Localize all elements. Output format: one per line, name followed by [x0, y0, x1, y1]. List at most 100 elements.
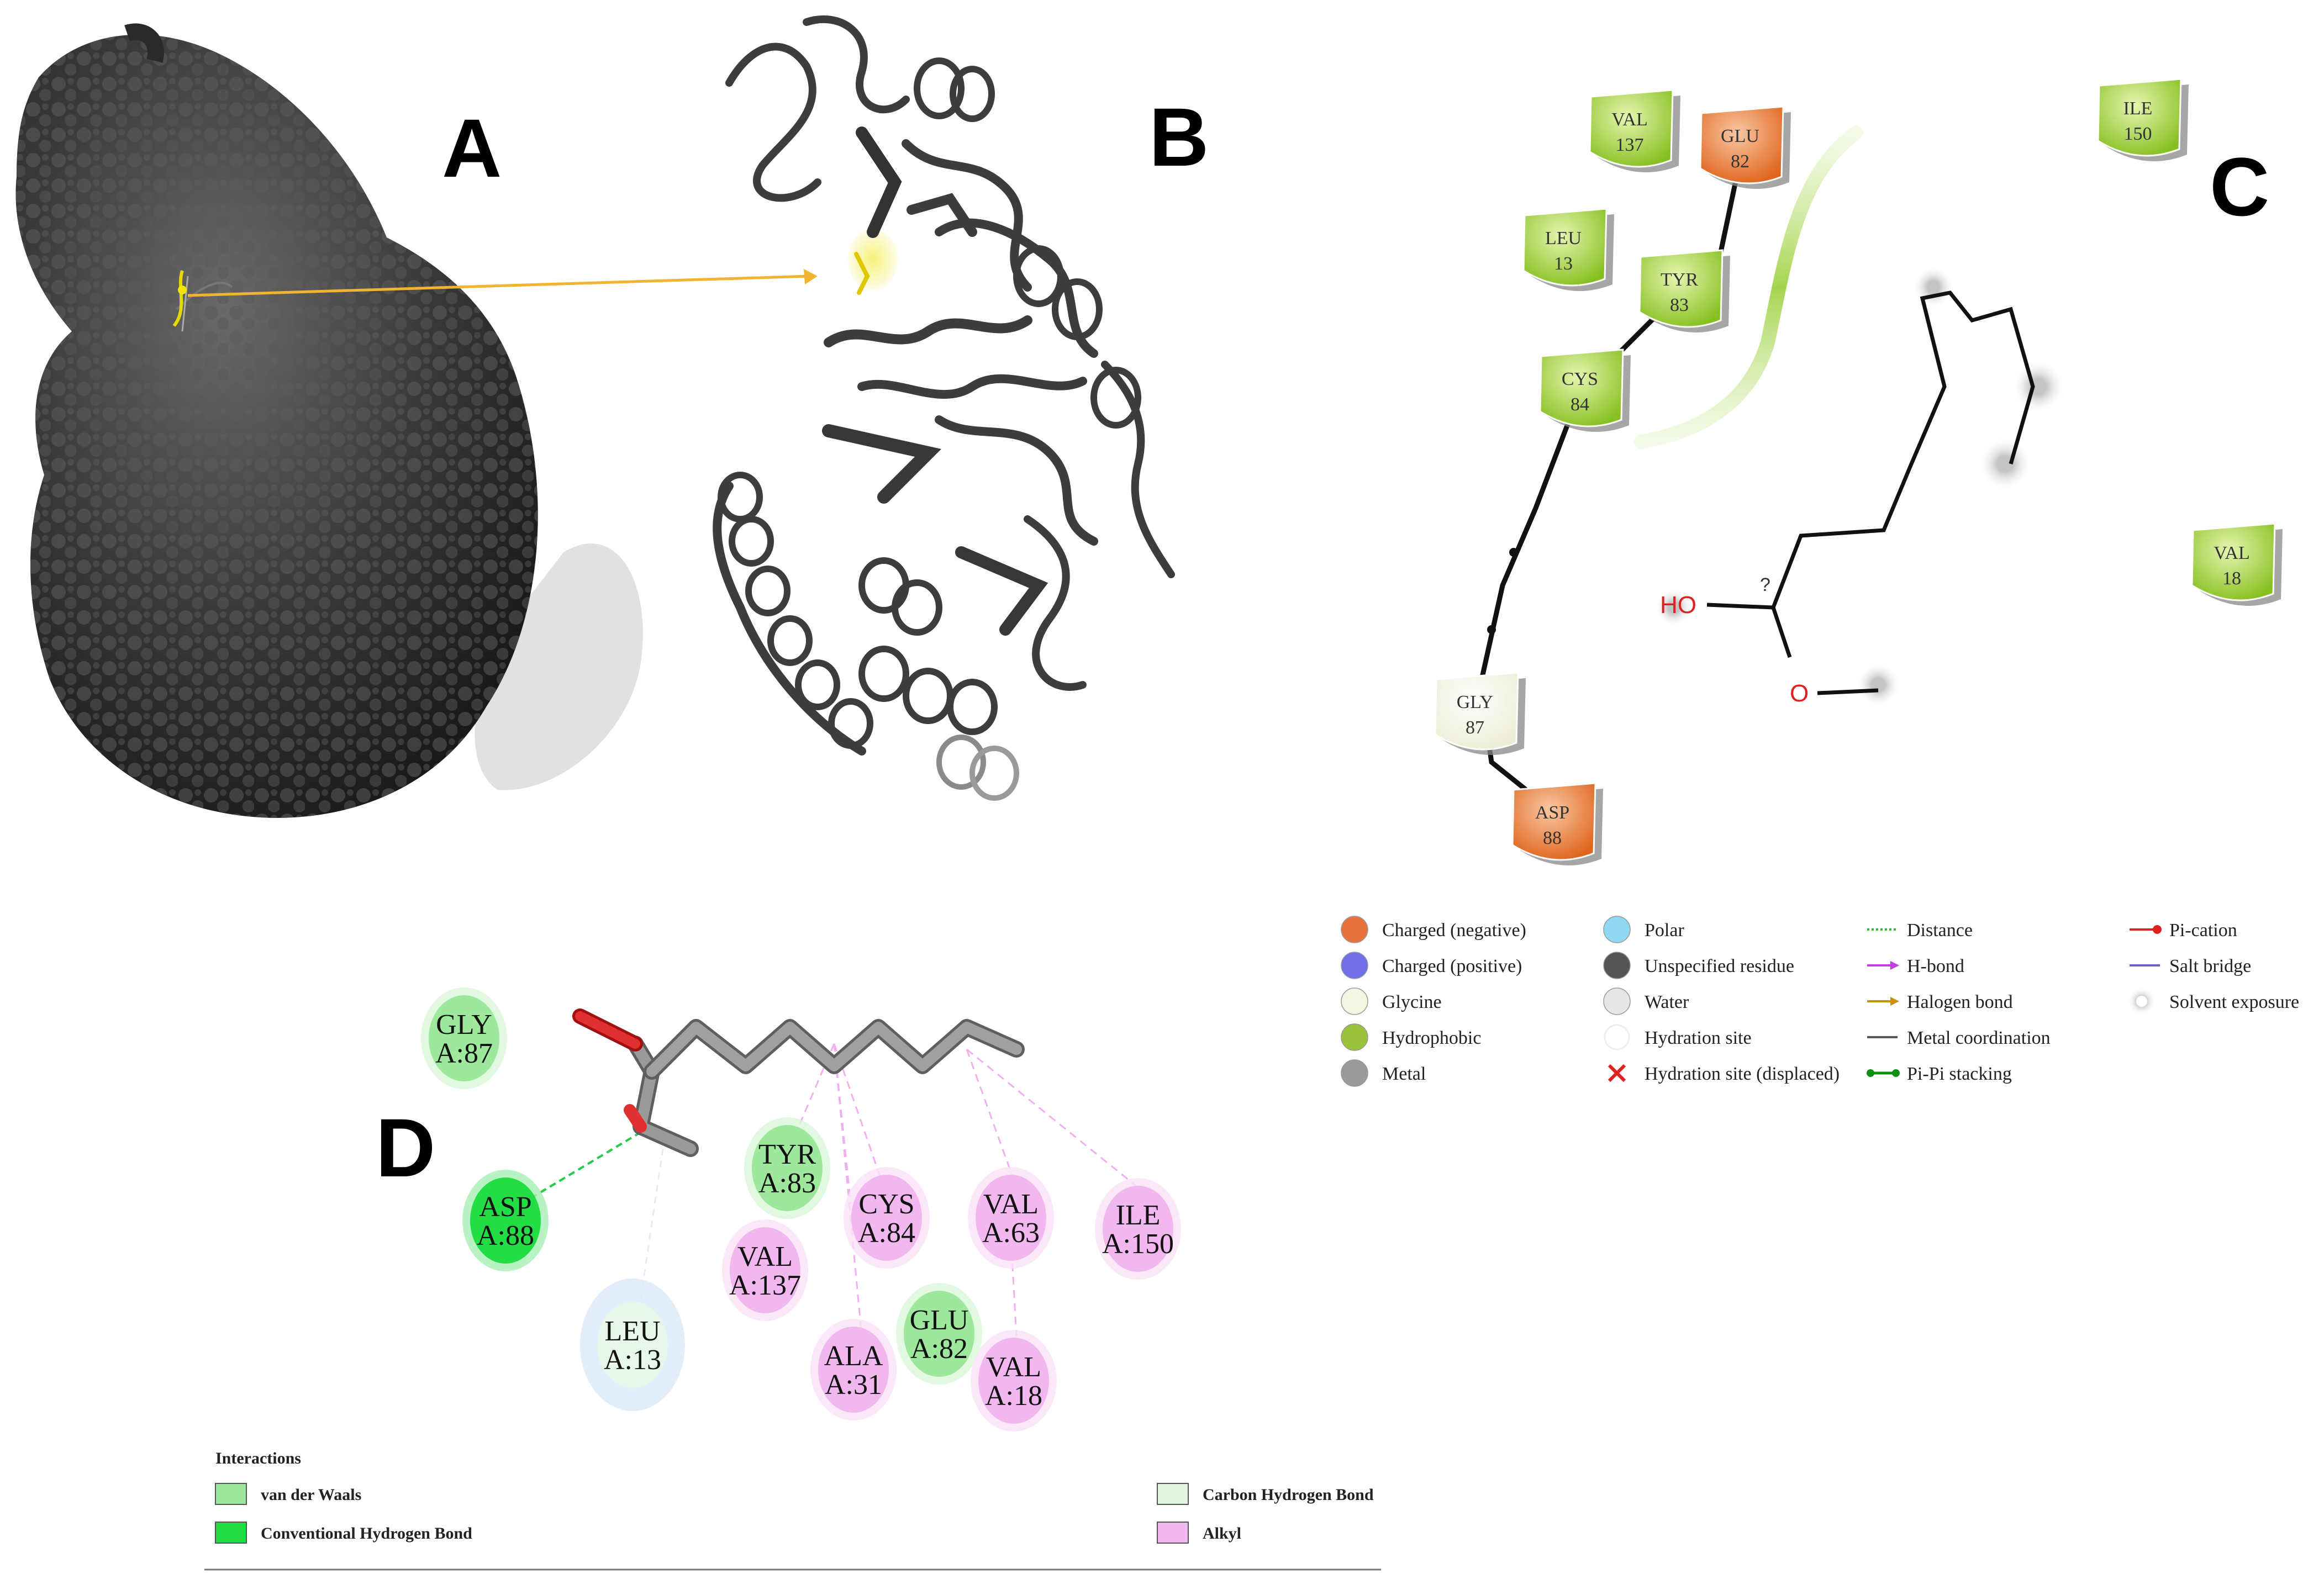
legend-label: Halogen bond [1907, 992, 2013, 1012]
residue-name: TYR [758, 1139, 816, 1170]
residue-name: ILE [2123, 98, 2153, 119]
residue-chain-id: A:13 [604, 1344, 661, 1376]
residue-name: ASP [479, 1191, 531, 1223]
legend-label: Hydrophobic [1382, 1028, 1481, 1048]
legend-c-hydrophobic: Hydrophobic [1341, 1023, 1481, 1051]
legend-label: Unspecified residue [1645, 956, 1794, 976]
residue-gly-87: GLY 87 [1434, 672, 1526, 755]
residue-chain-id: A:87 [435, 1038, 493, 1069]
legend-c-metal: Metal [1341, 1059, 1426, 1087]
legend-c-polar: Polar [1603, 916, 1684, 943]
residue-name: ILE [1116, 1200, 1161, 1231]
residue-chain-id: A:83 [758, 1168, 816, 1199]
legend-label: Metal coordination [1907, 1028, 2051, 1048]
residue-name: VAL [1611, 109, 1648, 130]
panel-c-legend: Charged (negative) Charged (positive) Glyc… [1341, 916, 2299, 1087]
legend-label: Conventional Hydrogen Bond [261, 1524, 472, 1543]
ligand-ho-label: HO [1660, 591, 1696, 619]
legend-label: Charged (positive) [1382, 956, 1522, 976]
residue-name: TYR [1661, 270, 1698, 290]
legend-c-hydration-site-displaced-: Hydration site (displaced) [1608, 1064, 1840, 1084]
residue-name: GLU [1721, 126, 1759, 146]
residue-name: VAL [737, 1241, 793, 1272]
residue-chain-id: A:82 [910, 1333, 968, 1365]
legend-label: Water [1645, 992, 1689, 1012]
residue-name: GLY [436, 1009, 492, 1040]
panel-d-interaction-diagram: GLYA:87ASPA:88TYRA:83CYSA:84VALA:63ILEA:… [421, 987, 1181, 1432]
legend-label: Polar [1645, 920, 1684, 941]
ligand-chirality-label: ? [1760, 574, 1770, 595]
legend-label: Solvent exposure [2169, 992, 2299, 1012]
residue-name: GLY [1457, 692, 1493, 712]
residue-chain-id: A:150 [1102, 1228, 1174, 1260]
legend-label: Metal [1382, 1064, 1426, 1084]
legend-c-salt-bridge: Salt bridge [2130, 956, 2251, 976]
panel-a-protein-surface [15, 23, 643, 818]
residue-name: CYS [858, 1189, 914, 1220]
legend-c-solvent-exposure: Solvent exposure [2127, 987, 2299, 1016]
legend-c-h-bond: H-bond [1867, 956, 1964, 976]
residue-number: 13 [1554, 253, 1573, 274]
legend-label: van der Waals [261, 1486, 361, 1504]
residue-name: LEU [1545, 228, 1582, 249]
legend-c-glycine: Glycine [1341, 987, 1442, 1015]
panel-c-label: C [2210, 140, 2269, 233]
solvent-exposure-halos [1655, 266, 2065, 707]
residue-chain-id: A:137 [729, 1270, 801, 1301]
legend-c-charged-positive-: Charged (positive) [1341, 952, 1522, 979]
legend-label: Carbon Hydrogen Bond [1203, 1486, 1374, 1504]
panel-d-label: D [376, 1101, 435, 1194]
residue-leu-13: LEU 13 [1522, 208, 1614, 291]
legend-d-alkyl: Alkyl [1157, 1522, 1241, 1544]
legend-label: Alkyl [1203, 1524, 1241, 1543]
panel-a-label: A [442, 102, 502, 194]
residue-number: 87 [1466, 717, 1484, 738]
residue-number: 88 [1543, 828, 1562, 848]
panel-d-ligand [572, 1008, 1025, 1157]
residue-ile-150: ILE 150 [2097, 78, 2189, 161]
legend-label: Charged (negative) [1382, 920, 1526, 941]
residue-chain-id: A:63 [982, 1217, 1040, 1249]
panel-b-label: B [1149, 91, 1209, 183]
panel-a-arrow [187, 269, 818, 297]
residue-chain-id: A:88 [477, 1220, 534, 1251]
ligand-o-label: O [1790, 680, 1809, 707]
legend-label: Hydration site (displaced) [1645, 1064, 1840, 1084]
residue-chain-id: A:18 [985, 1380, 1042, 1412]
legend-label: Distance [1907, 920, 1973, 941]
legend-label: Pi-Pi stacking [1907, 1064, 2012, 1084]
legend-c-charged-negative-: Charged (negative) [1341, 916, 1526, 943]
legend-c-metal-coordination: Metal coordination [1867, 1028, 2051, 1048]
ligand-chain [1771, 290, 2035, 609]
legend-label: Salt bridge [2169, 956, 2251, 976]
residue-number: 84 [1571, 394, 1589, 415]
residue-number: 137 [1616, 135, 1644, 155]
legend-d-conventional-hydrogen-bond: Conventional Hydrogen Bond [215, 1522, 472, 1544]
legend-d-title: Interactions [215, 1449, 301, 1467]
legend-c-pi-cation: Pi-cation [2130, 920, 2237, 941]
legend-c-water: Water [1603, 987, 1689, 1015]
residue-number: 150 [2124, 124, 2152, 144]
legend-label: Glycine [1382, 992, 1442, 1012]
legend-c-pi-pi-stacking: Pi-Pi stacking [1867, 1064, 2012, 1084]
residue-name: VAL [986, 1351, 1041, 1383]
legend-label: H-bond [1907, 956, 1964, 976]
residue-name: ALA [824, 1340, 883, 1372]
